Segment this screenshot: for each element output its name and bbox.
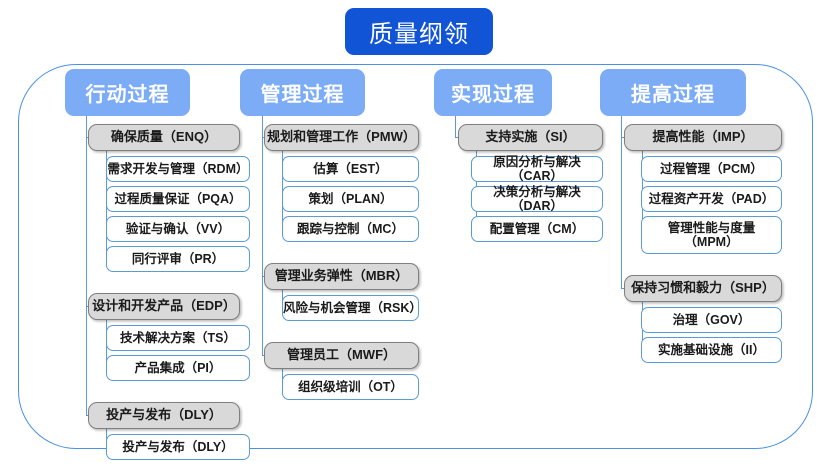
category-header-4[interactable]: 提高过程 (600, 69, 746, 116)
child-node[interactable]: 策划（PLAN） (282, 186, 419, 212)
parent-node[interactable]: 支持实施（SI） (458, 124, 603, 151)
parent-node[interactable]: 设计和开发产品（EDP） (88, 293, 240, 320)
child-node[interactable]: 治理（GOV） (641, 307, 782, 333)
category-header-3[interactable]: 实现过程 (434, 69, 552, 116)
category-header-1[interactable]: 行动过程 (65, 69, 190, 116)
child-node[interactable]: 验证与确认（VV） (106, 216, 250, 242)
connector-stub (455, 136, 458, 139)
connector-column-trunk (86, 116, 88, 416)
child-node[interactable]: 估算（EST） (282, 156, 419, 182)
child-node[interactable]: 决策分析与解决（DAR） (471, 185, 603, 213)
parent-node[interactable]: 提高性能（IMP） (624, 124, 782, 151)
connector-column-trunk (621, 116, 623, 289)
outer-frame (18, 64, 813, 449)
child-node[interactable]: 配置管理（CM） (471, 216, 603, 242)
parent-node[interactable]: 保持习惯和毅力（SHP） (624, 275, 782, 302)
child-node[interactable]: 过程资产开发（PAD） (641, 186, 782, 212)
child-node[interactable]: 需求开发与管理（RDM） (106, 156, 250, 182)
child-node[interactable]: 过程管理（PCM） (641, 156, 782, 182)
child-node[interactable]: 实施基础设施（II） (641, 337, 782, 363)
child-node[interactable]: 原因分析与解决（CAR） (471, 155, 603, 183)
child-node[interactable]: 过程质量保证（PQA） (106, 186, 250, 212)
child-node[interactable]: 投产与发布（DLY） (106, 434, 250, 460)
child-node[interactable]: 技术解决方案（TS） (106, 325, 250, 351)
child-node[interactable]: 管理性能与度量（MPM） (641, 216, 782, 254)
child-node[interactable]: 跟踪与控制（MC） (282, 216, 419, 242)
child-node[interactable]: 同行评审（PR） (106, 246, 250, 272)
parent-node[interactable]: 确保质量（ENQ） (88, 124, 240, 151)
parent-node[interactable]: 管理员工（MWF） (264, 342, 419, 369)
connector-column-trunk (262, 116, 264, 356)
category-header-2[interactable]: 管理过程 (240, 69, 365, 116)
connector-stub (621, 287, 624, 290)
child-node[interactable]: 组织级培训（OT） (282, 374, 419, 400)
child-node[interactable]: 风险与机会管理（RSK） (282, 295, 422, 321)
connector-column-trunk (455, 116, 457, 138)
connector-stub (621, 136, 624, 139)
parent-node[interactable]: 投产与发布（DLY） (88, 402, 240, 429)
diagram-title: 质量纲领 (345, 8, 493, 55)
parent-node[interactable]: 规划和管理工作（PMW） (264, 124, 419, 151)
parent-node[interactable]: 管理业务弹性（MBR） (264, 263, 419, 290)
child-node[interactable]: 产品集成（PI） (106, 355, 250, 381)
